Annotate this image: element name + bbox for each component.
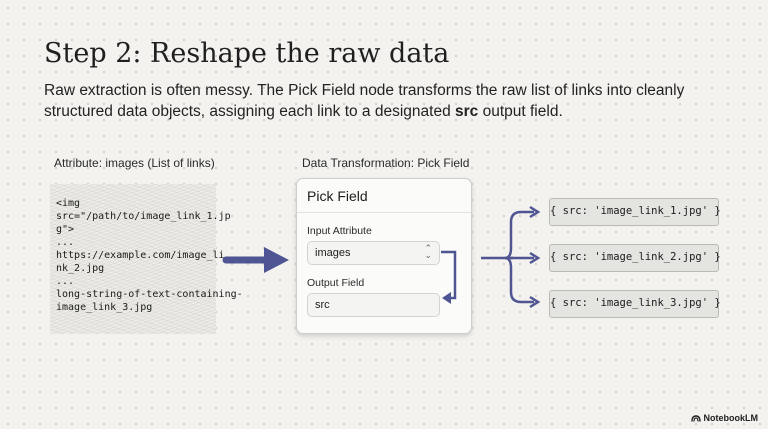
branding-text: NotebookLM: [703, 413, 759, 423]
input-attribute-select[interactable]: images ⌃⌄: [307, 241, 440, 265]
raw-line-1: <img: [56, 198, 81, 209]
raw-line-6: nk_2.jpg: [56, 263, 105, 274]
input-attribute-value: images: [315, 247, 351, 259]
raw-line-2: src="/path/to/image_link_1.jp: [56, 211, 231, 222]
pick-field-card: Pick Field Input Attribute images ⌃⌄ Out…: [296, 178, 472, 334]
attribute-images-label: Attribute: images (List of links): [54, 156, 215, 170]
transformation-label: Data Transformation: Pick Field: [302, 156, 470, 170]
raw-line-4: ...: [56, 237, 75, 248]
bracket-arrow-icon: [441, 250, 457, 304]
slide-subtitle: Raw extraction is often messy. The Pick …: [44, 80, 704, 122]
output-field-label: Output Field: [307, 277, 365, 289]
raw-line-3: g">: [56, 224, 75, 235]
raw-line-9: image_link_3.jpg: [56, 302, 153, 313]
subtitle-text-1: Raw extraction is often messy. The Pick …: [44, 82, 685, 120]
chevron-up-down-icon: ⌃⌄: [424, 243, 432, 260]
input-attribute-label: Input Attribute: [307, 225, 372, 237]
slide-title: Step 2: Reshape the raw data: [44, 38, 450, 69]
subtitle-bold-src: src: [455, 103, 479, 120]
output-object-3: { src: 'image_link_3.jpg' }: [549, 290, 721, 318]
notebooklm-logo-icon: [691, 415, 701, 422]
raw-line-7: ...: [56, 276, 75, 287]
raw-links-panel: <img src="/path/to/image_link_1.jp g"> .…: [50, 184, 243, 334]
output-field-value: src: [315, 299, 330, 311]
raw-line-5: https://example.com/image_li: [56, 250, 225, 261]
raw-line-8: long-string-of-text-containing-: [56, 289, 243, 300]
output-object-2: { src: 'image_link_2.jpg' }: [549, 244, 721, 272]
main-arrow-icon: [222, 247, 289, 273]
output-object-1: { src: 'image_link_1.jpg' }: [549, 198, 721, 226]
branch-arrow-icon: [481, 205, 541, 309]
subtitle-text-2: output field.: [478, 103, 563, 120]
pick-field-title: Pick Field: [297, 179, 471, 213]
notebooklm-branding: NotebookLM: [691, 413, 758, 423]
output-field-input[interactable]: src: [307, 293, 440, 317]
